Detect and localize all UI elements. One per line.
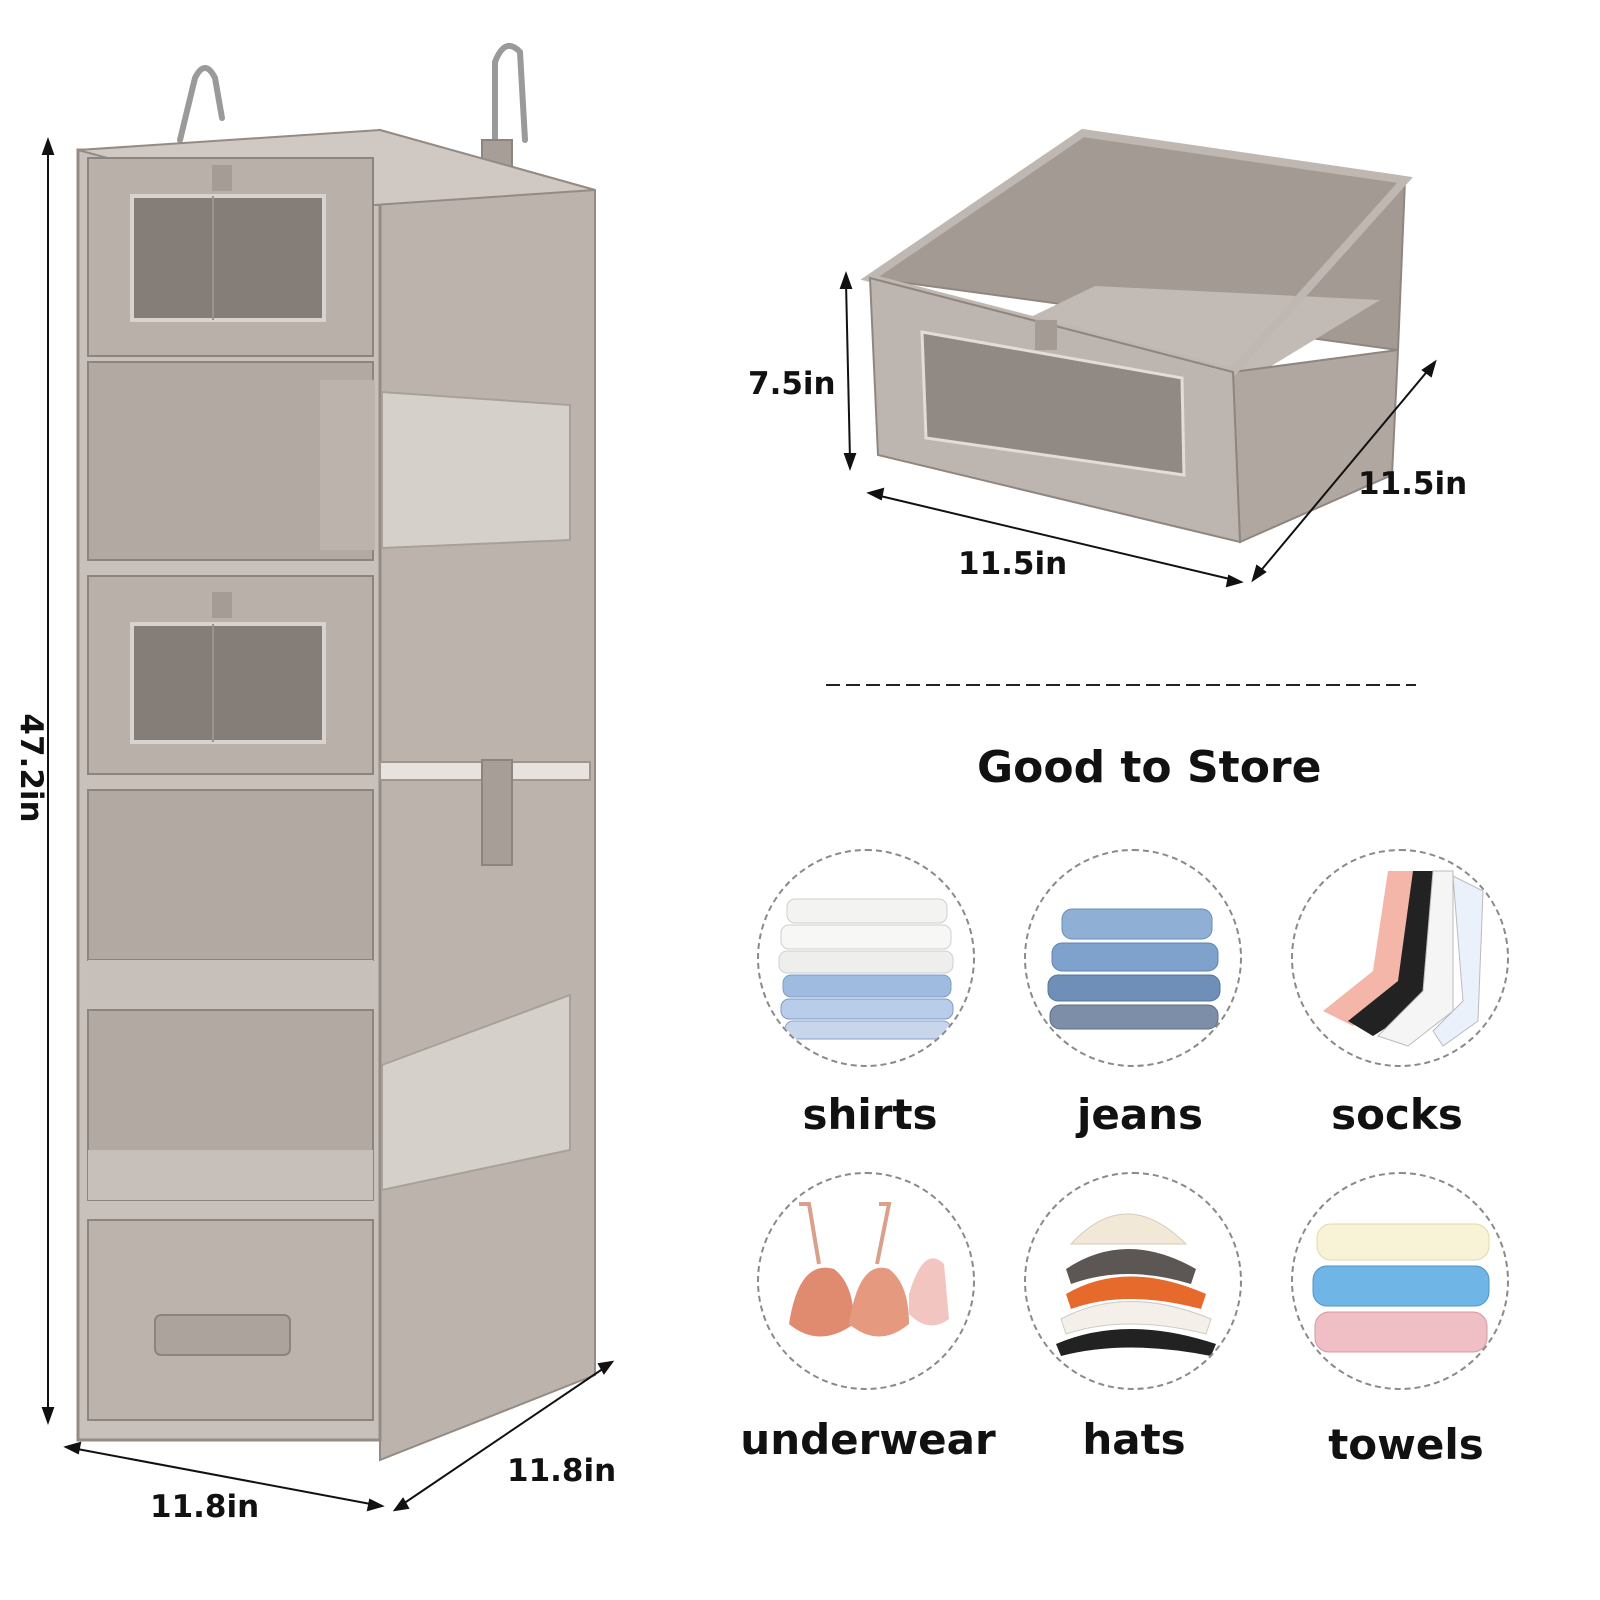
jeans-icon <box>1024 849 1242 1067</box>
organizer-window-drawer-top <box>87 157 374 357</box>
shirts-icon <box>757 849 975 1067</box>
store-item-hats-label: hats <box>1082 1415 1186 1464</box>
drawer-height-label: 7.5in <box>748 366 836 402</box>
drawer-illustration <box>860 128 1413 544</box>
store-item-socks-label: socks <box>1331 1090 1463 1139</box>
middle-strap <box>481 759 513 866</box>
organizer-open-shelf-2 <box>87 361 571 561</box>
drawer-right-side <box>1231 348 1400 544</box>
socks-icon <box>1291 849 1509 1067</box>
organizer-width-label: 11.8in <box>150 1489 260 1525</box>
organizer-depth-label: 11.8in <box>507 1453 617 1489</box>
drawer-depth-label: 11.5in <box>1358 466 1468 502</box>
organizer-open-shelf-5 <box>87 993 571 1201</box>
hanger-hooks <box>177 42 528 143</box>
dimension-lines-organizer <box>41 137 615 1512</box>
towels-icon <box>1291 1172 1509 1390</box>
store-item-jeans-label: jeans <box>1076 1090 1204 1139</box>
store-item-towels-label: towels <box>1328 1420 1484 1469</box>
drawer-window <box>920 330 1186 477</box>
store-item-shirts-label: shirts <box>802 1090 938 1139</box>
organizer-open-shelf-4 <box>87 789 374 1000</box>
drawer-width-label: 11.5in <box>958 546 1068 582</box>
organizer-bottom-drawer <box>87 1219 374 1421</box>
organizer-window-drawer-middle <box>87 575 374 775</box>
good-to-store-title: Good to Store <box>977 742 1322 793</box>
dimension-lines-drawer <box>839 271 1437 588</box>
hats-icon <box>1024 1172 1242 1390</box>
store-item-underwear-label: underwear <box>740 1415 996 1464</box>
underwear-icon <box>757 1172 975 1390</box>
organizer-height-label: 47.2in <box>13 713 49 823</box>
